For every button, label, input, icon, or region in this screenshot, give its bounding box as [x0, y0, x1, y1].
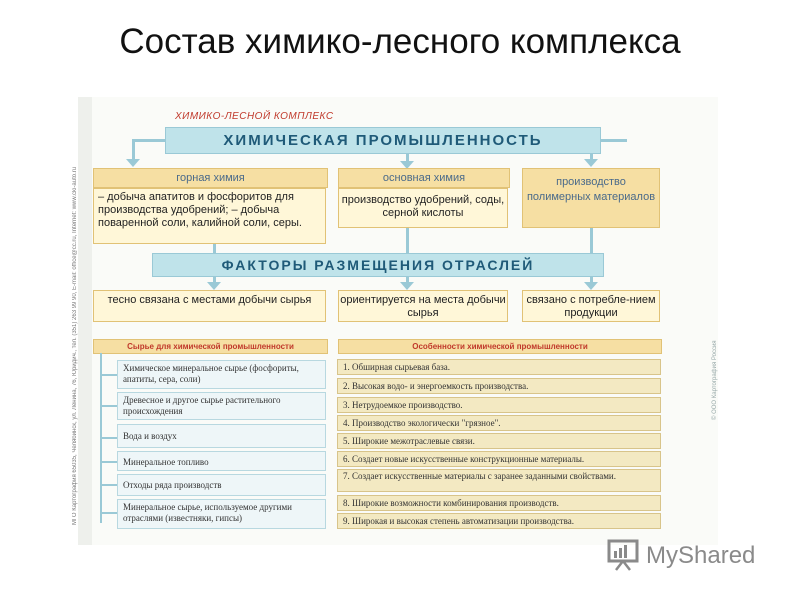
complex-title: ХИМИКО-ЛЕСНОЙ КОМПЛЕКС	[175, 111, 334, 122]
poster-side-strip	[78, 97, 92, 545]
raw-item: Отходы ряда производств	[117, 474, 326, 496]
raw-materials-header: Сырье для химической промышленности	[93, 339, 328, 354]
feature-item: 1. Обширная сырьевая база.	[337, 359, 661, 375]
connector-mid-down	[406, 152, 409, 164]
feature-item: 3. Нетрудоемкое производство.	[337, 397, 661, 413]
raw-tick	[100, 374, 117, 376]
factor-box-mining: тесно связана с местами добычи сырья	[93, 290, 326, 322]
feature-item: 8. Широкие возможности комбинирования пр…	[337, 495, 661, 511]
connector-right	[599, 139, 627, 142]
arrow-down-icon	[400, 282, 414, 290]
branch-header-basic: основная химия	[338, 168, 510, 188]
branch-header-mining: горная химия	[93, 168, 328, 188]
feature-item: 7. Создает искусственные материалы с зар…	[337, 469, 661, 492]
raw-tick	[100, 484, 117, 486]
raw-tick	[100, 512, 117, 514]
feature-item: 6. Создает новые искусственные конструкц…	[337, 451, 661, 467]
raw-tick	[100, 461, 117, 463]
raw-item: Химическое минеральное сырье (фосфориты,…	[117, 360, 326, 389]
presentation-board-icon	[607, 539, 639, 571]
arrow-down-icon	[400, 161, 414, 169]
feature-item: 4. Производство экологически "грязное".	[337, 415, 661, 431]
chem-industry-banner: ХИМИЧЕСКАЯ ПРОМЫШЛЕННОСТЬ	[165, 127, 601, 154]
raw-item: Вода и воздух	[117, 424, 326, 448]
factors-banner: ФАКТОРЫ РАЗМЕЩЕНИЯ ОТРАСЛЕЙ	[152, 253, 604, 277]
arrow-down-icon	[584, 282, 598, 290]
connector-left-down	[132, 139, 135, 162]
logo-text: MyShared	[646, 542, 756, 569]
features-header: Особенности химической промышленности	[338, 339, 662, 354]
feature-item: 9. Широкая и высокая степень автоматизац…	[337, 513, 661, 529]
factor-box-polymers: связано с потребле-нием продукции	[522, 290, 660, 322]
arrow-down-icon	[584, 159, 598, 167]
arrow-down-icon	[126, 159, 140, 167]
raw-item: Минеральное сырье, используемое другими …	[117, 499, 326, 529]
raw-tick	[100, 437, 117, 439]
slide-title: Состав химико-лесного комплекса	[119, 22, 681, 61]
myshared-logo[interactable]: MyShared	[606, 539, 766, 573]
connector-left	[133, 139, 165, 142]
branch-box-mining: – добыча апатитов и фосфоритов для произ…	[93, 188, 326, 244]
raw-item: Минеральное топливо	[117, 451, 326, 471]
factor-box-basic: ориентируется на места добычи сырья	[338, 290, 508, 322]
arrow-down-icon	[207, 282, 221, 290]
feature-item: 5. Широкие межотраслевые связи.	[337, 433, 661, 449]
raw-tick	[100, 405, 117, 407]
branch-header-polymers: производство полимерных материалов	[522, 168, 660, 228]
poster-side-text: МГО Картография 65035, Челябинск, ул. Ле…	[72, 166, 78, 525]
feature-item: 2. Высокая водо- и энергоемкость произво…	[337, 378, 661, 394]
poster-right-text: © ООО Картография Россия	[712, 340, 718, 420]
raw-item: Древесное и другое сырье растительного п…	[117, 392, 326, 420]
branch-box-basic: производство удобрений, соды, серной кис…	[338, 188, 508, 228]
